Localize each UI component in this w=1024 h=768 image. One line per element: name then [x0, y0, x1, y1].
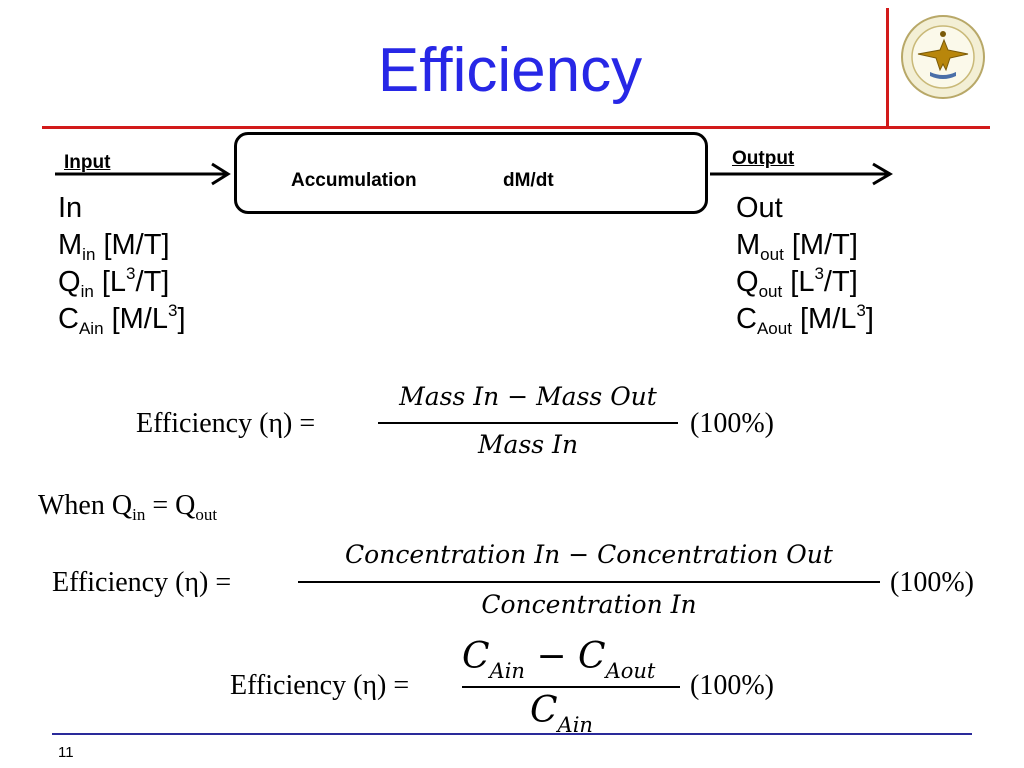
output-label: Output: [732, 148, 795, 169]
input-mass-rate: Min [M/T]: [58, 229, 170, 264]
accumulation-box: Accumulation dM/dt: [234, 132, 708, 214]
title-divider-horizontal: [42, 126, 990, 129]
equation-factor: (100%): [890, 567, 974, 598]
output-concentration: CAout [M/L3]: [736, 301, 874, 338]
input-variables: In Min [M/T] Qin [L3/T] CAin [M/L3]: [58, 190, 186, 338]
equal-flow-condition: When Qin = Qout: [38, 490, 218, 524]
equation-lhs: Efficiency (η) =: [230, 670, 410, 701]
output-out: Out: [736, 192, 783, 224]
equation-denominator: CAin: [530, 690, 593, 737]
equation-lhs: Efficiency (η) =: [52, 567, 232, 598]
fraction-bar: [462, 686, 680, 688]
input-flow-rate: Qin [L3/T]: [58, 264, 170, 301]
equation-denominator: Mass In: [477, 430, 579, 459]
dm-dt-label: dM/dt: [503, 170, 554, 191]
page-number: 11: [58, 744, 74, 761]
fraction-bar: [378, 422, 678, 424]
slide-title: Efficiency: [377, 36, 643, 105]
input-in: In: [58, 192, 83, 224]
university-seal-icon: [901, 15, 985, 99]
accumulation-label: Accumulation: [291, 170, 417, 191]
output-mass-rate: Mout [M/T]: [736, 229, 858, 264]
output-flow-rate: Qout [L3/T]: [736, 264, 858, 301]
equation-factor: (100%): [690, 408, 774, 439]
input-label: Input: [64, 152, 111, 173]
output-variables: Out Mout [M/T] Qout [L3/T] CAout [M/L3]: [736, 190, 874, 338]
equation-numerator: Mass In − Mass Out: [399, 382, 657, 411]
fraction-bar: [298, 581, 880, 583]
input-concentration: CAin [M/L3]: [58, 301, 186, 338]
equation-numerator: Concentration In − Concentration Out: [345, 540, 833, 569]
title-divider-vertical: [886, 8, 889, 126]
footer-divider: [52, 733, 972, 735]
equation-lhs: Efficiency (η) =: [136, 408, 316, 439]
equation-numerator: CAin − CAout: [462, 636, 656, 683]
equation-factor: (100%): [690, 670, 774, 701]
equation-denominator: Concentration In: [481, 590, 697, 619]
